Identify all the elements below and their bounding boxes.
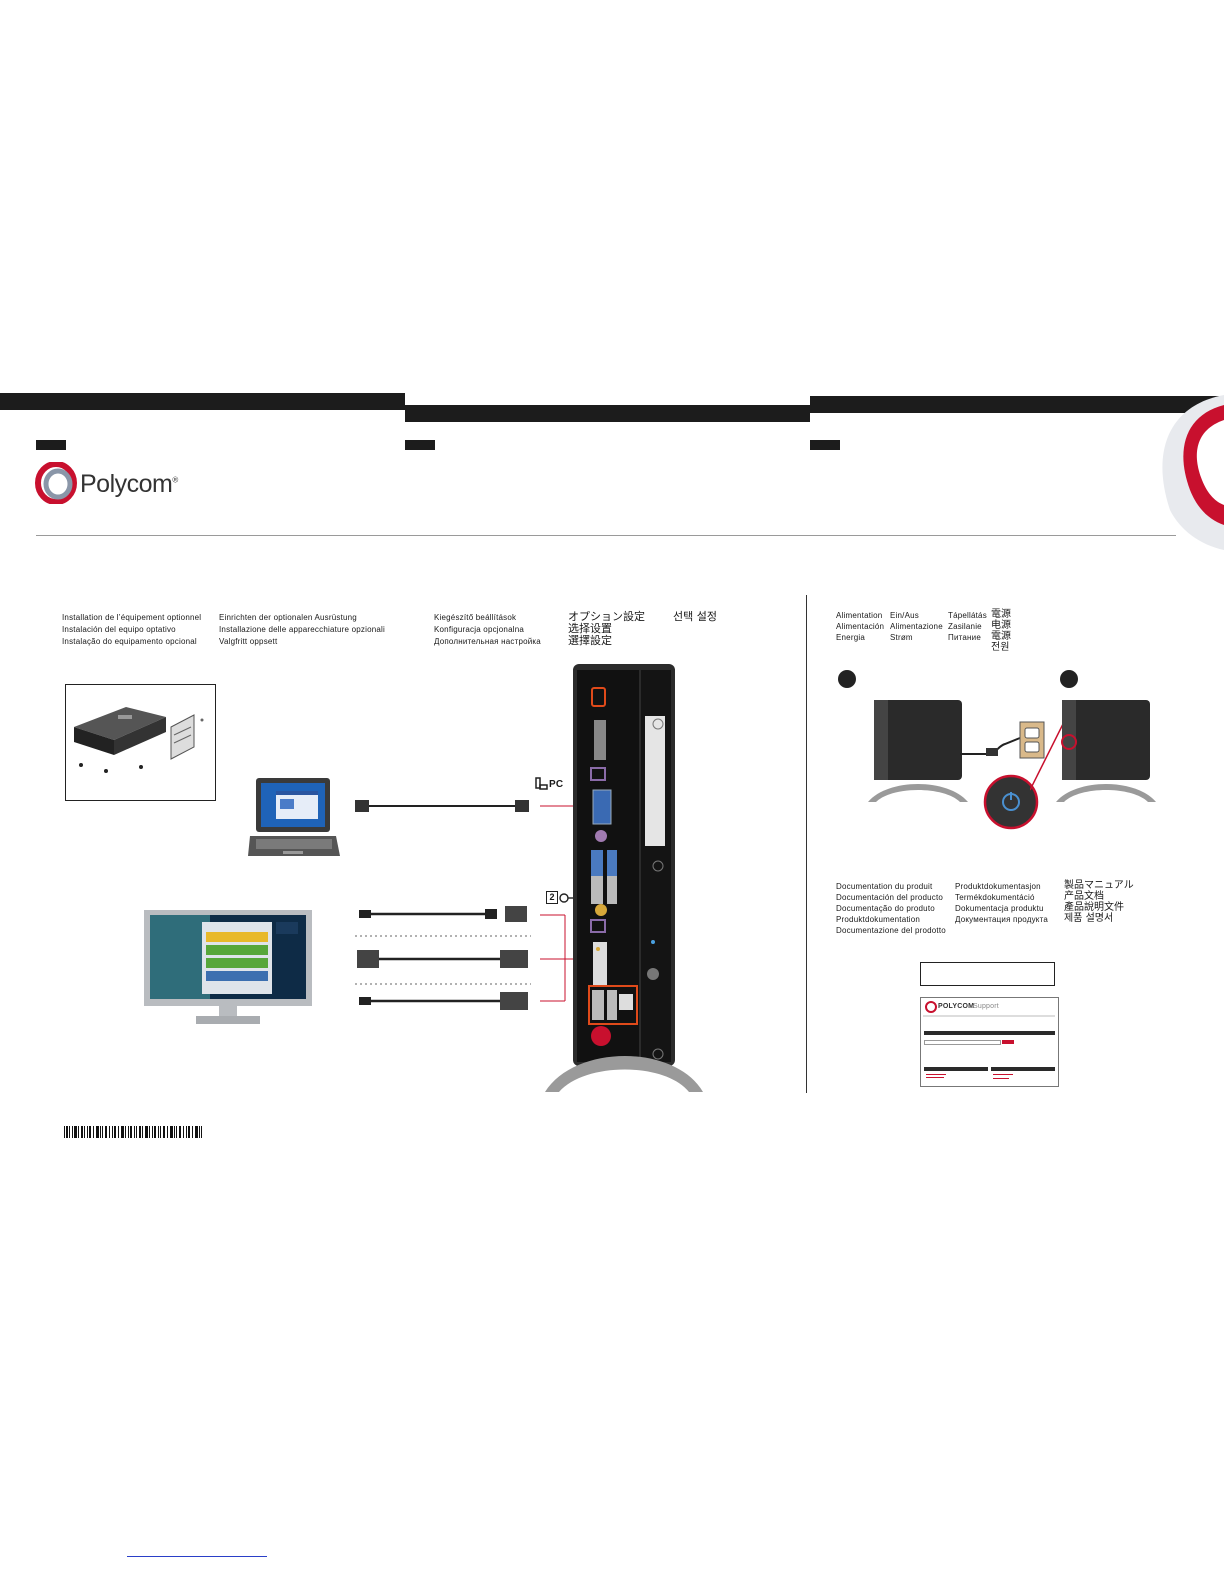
power-device-figure (868, 700, 968, 802)
doc-fr: Documentation du produit (836, 882, 933, 891)
power-es: Alimentación (836, 622, 885, 631)
support-section-right (991, 1067, 1055, 1071)
cables-diagram (355, 800, 585, 1010)
power-fr: Alimentation (836, 611, 883, 620)
power-no: Strøm (890, 633, 913, 642)
title-hu: Kiegészítő beállítások (434, 613, 517, 622)
monitor-input-icon (559, 893, 573, 903)
power-button-zoom (983, 774, 1039, 830)
doc-zh-cn: 产品文档 (1064, 891, 1104, 902)
power-zh-cn: 电源 (991, 620, 1011, 631)
device-rear-panel (545, 664, 703, 1092)
support-link-4 (993, 1078, 1009, 1079)
support-search-field (924, 1040, 1001, 1045)
power-zh-tw: 電源 (991, 631, 1011, 642)
header-bar-left (0, 393, 405, 410)
power-hu: Tápellátás (948, 611, 987, 620)
doc-it: Documentazione del prodotto (836, 926, 946, 935)
polycom-logo-icon (35, 462, 77, 504)
title-it: Installazione delle apparecchiature opzi… (219, 625, 385, 634)
doc-hu: Termékdokumentáció (955, 893, 1035, 902)
title-es: Instalación del equipo optativo (62, 625, 176, 634)
section-tab-1 (36, 440, 66, 450)
title-zh-cn: 选择设置 (568, 622, 612, 635)
title-ru: Дополнительная настройка (434, 637, 541, 646)
laptop-figure (248, 778, 340, 856)
support-logo-text: POLYCOM (938, 1003, 975, 1010)
title-ko: 선택 설정 (673, 610, 717, 623)
doc-es: Documentación del producto (836, 893, 944, 902)
header-bar-right (810, 396, 1224, 413)
support-page-thumbnail: POLYCOM Support (920, 997, 1059, 1087)
power-outlet-icon (1018, 718, 1022, 722)
header-divider (36, 535, 1176, 536)
support-search-button (1002, 1040, 1014, 1044)
doc-ko: 제품 설명서 (1064, 913, 1114, 924)
doc-zh-tw: 產品說明文件 (1064, 902, 1124, 913)
header-bar-middle (405, 405, 810, 422)
power-de: Ein/Aus (890, 611, 919, 620)
footer-link-underline[interactable] (127, 1556, 267, 1557)
step-2-badge (1060, 670, 1078, 688)
support-logo-icon (925, 1001, 937, 1013)
doc-ja: 製品マニュアル (1064, 880, 1134, 891)
zoom-line (1030, 713, 1069, 791)
support-search-header (924, 1031, 1055, 1035)
title-no: Valgfritt oppsett (219, 637, 278, 646)
monitor-number-badge: 2 (546, 891, 558, 904)
power-it: Alimentazione (890, 622, 943, 631)
power-ru: Питание (948, 633, 981, 642)
power-pt: Energia (836, 633, 865, 642)
power-cable-figure (960, 721, 1045, 759)
title-fr: Installation de l’équipement optionnel (62, 613, 202, 622)
support-link-2 (926, 1077, 944, 1078)
panel-divider (806, 595, 807, 1093)
title-ja: オプション設定 (568, 610, 645, 623)
section-tab-3 (810, 440, 840, 450)
monitor-figure (144, 910, 312, 1024)
pc-input-icon (535, 777, 548, 790)
barcode-icon (64, 1126, 202, 1138)
title-pl: Konfiguracja opcjonalna (434, 625, 524, 634)
pc-label: PC (549, 779, 564, 790)
support-nav (923, 1015, 1055, 1017)
decorative-swirl-icon (1162, 395, 1224, 550)
doc-no: Produktdokumentasjon (955, 882, 1041, 891)
support-page-title: Support (973, 1003, 999, 1010)
title-de: Einrichten der optionalen Ausrüstung (219, 613, 357, 622)
support-section-left (924, 1067, 988, 1071)
brand-name: Polycom® (80, 470, 178, 498)
doc-pl: Dokumentacja produktu (955, 904, 1044, 913)
support-link-3 (993, 1074, 1013, 1075)
power-device-figure-on (1056, 700, 1156, 802)
power-pl: Zasilanie (948, 622, 982, 631)
support-url-box (920, 962, 1055, 986)
support-link-1 (926, 1074, 946, 1075)
step-1-badge (838, 670, 856, 688)
doc-pt: Documentação do produto (836, 904, 935, 913)
power-ja: 電源 (991, 609, 1011, 620)
power-ko: 전원 (991, 642, 1010, 653)
section-tab-2 (405, 440, 435, 450)
mount-kit-figure (65, 684, 216, 801)
title-pt: Instalação do equipamento opcional (62, 637, 197, 646)
doc-de: Produktdokumentation (836, 915, 921, 924)
doc-ru: Документация продукта (955, 915, 1048, 924)
title-zh-tw: 選擇設定 (568, 634, 612, 647)
